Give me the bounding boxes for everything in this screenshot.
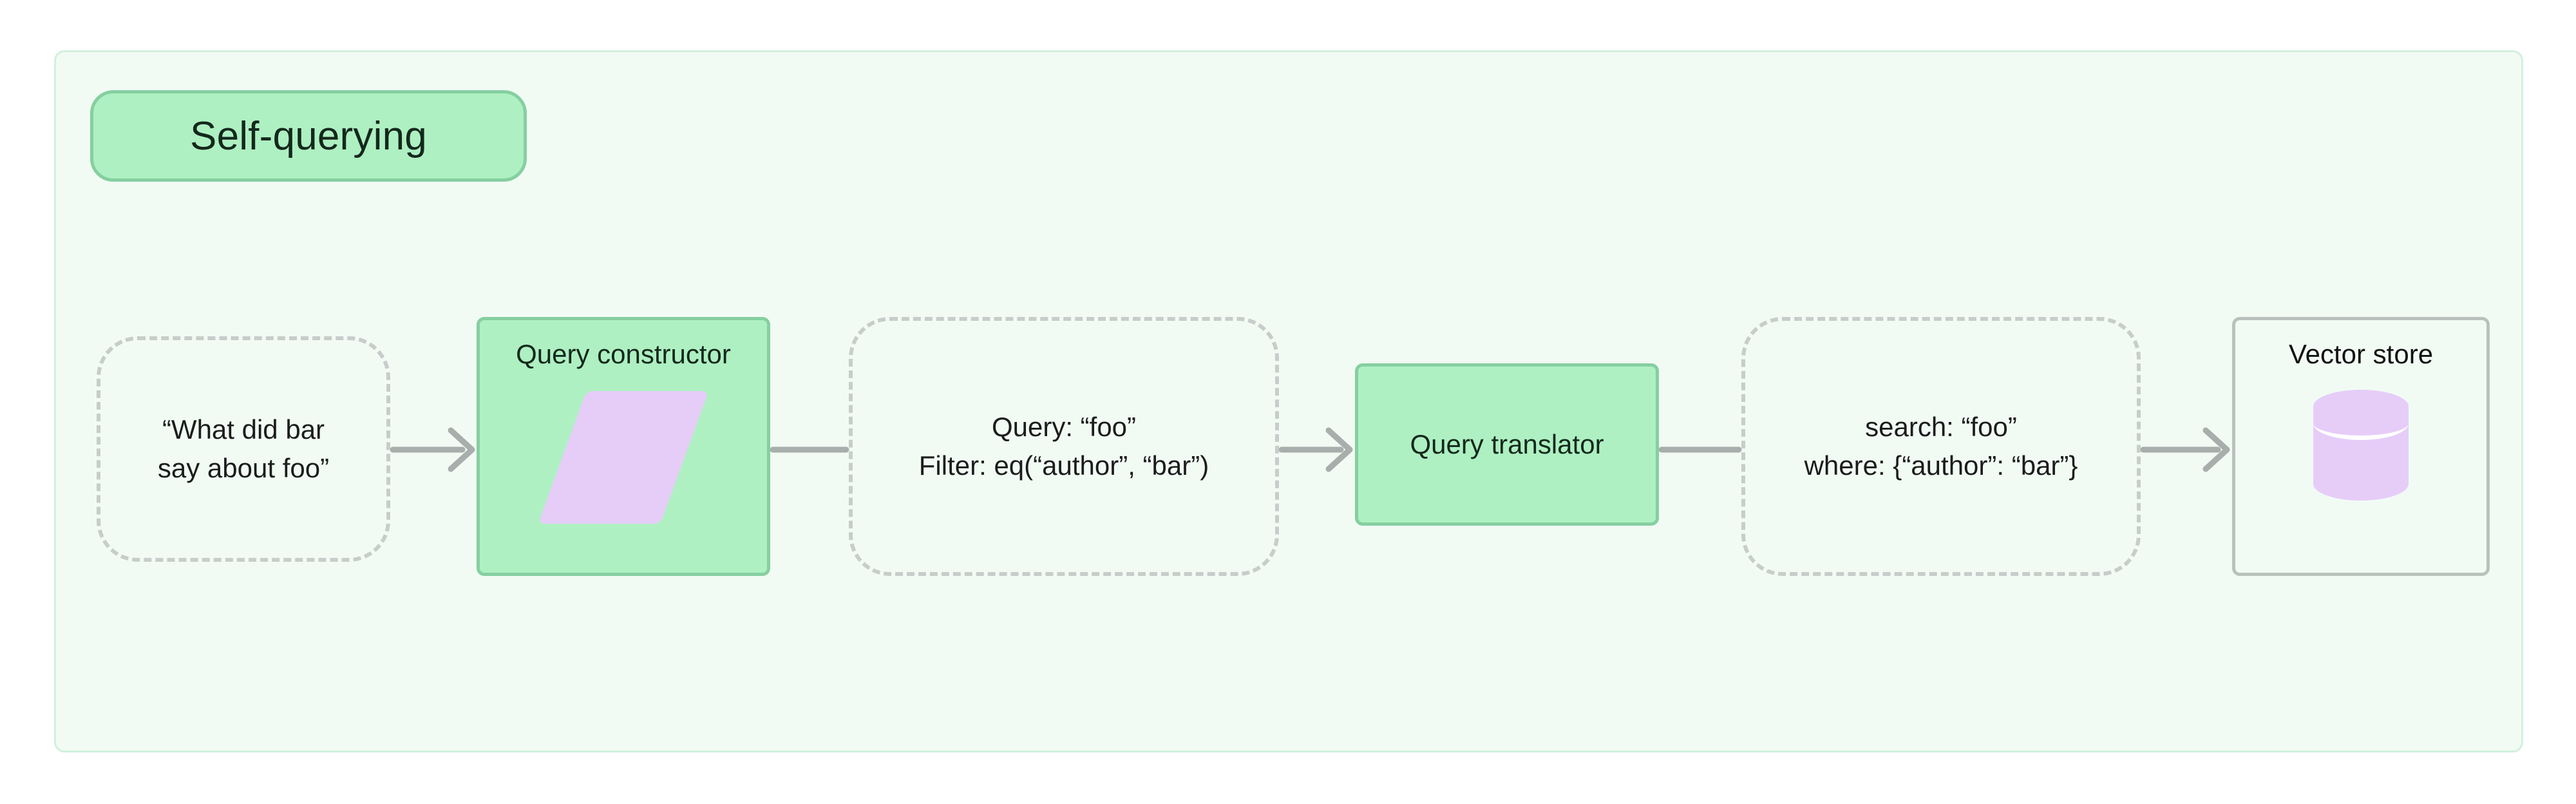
cylinder-bottom	[2313, 467, 2409, 501]
node-query-filter-line1: Query: “foo”	[991, 412, 1137, 443]
subgraph-title-label: Self-querying	[190, 113, 427, 158]
node-search-where-line2: where: {“author”: “bar”}	[1804, 450, 2078, 481]
node-question[interactable]: “What did bar say about foo”	[97, 336, 390, 562]
node-query-filter[interactable]: Query: “foo” Filter: eq(“author”, “bar”)	[849, 317, 1279, 576]
node-query-constructor-label: Query constructor	[516, 339, 731, 369]
node-question-line2: say about foo”	[157, 453, 330, 483]
node-question-line1: “What did bar	[162, 414, 325, 445]
subgraph-title-self-querying: Self-querying	[90, 90, 527, 182]
node-query-filter-line2: Filter: eq(“author”, “bar”)	[918, 450, 1209, 481]
node-query-translator-label: Query translator	[1410, 428, 1604, 459]
node-query-translator[interactable]: Query translator	[1355, 363, 1659, 526]
node-vector-store[interactable]: Vector store	[2232, 317, 2490, 576]
node-search-where-line1: search: “foo”	[1865, 412, 2017, 443]
node-search-where[interactable]: search: “foo” where: {“author”: “bar”}	[1741, 317, 2141, 576]
database-cylinder-icon	[2313, 390, 2409, 501]
node-vector-store-label: Vector store	[2288, 339, 2434, 369]
cylinder-seam	[2313, 407, 2409, 441]
node-query-constructor[interactable]: Query constructor	[477, 317, 770, 576]
parallelogram-icon	[538, 391, 709, 524]
